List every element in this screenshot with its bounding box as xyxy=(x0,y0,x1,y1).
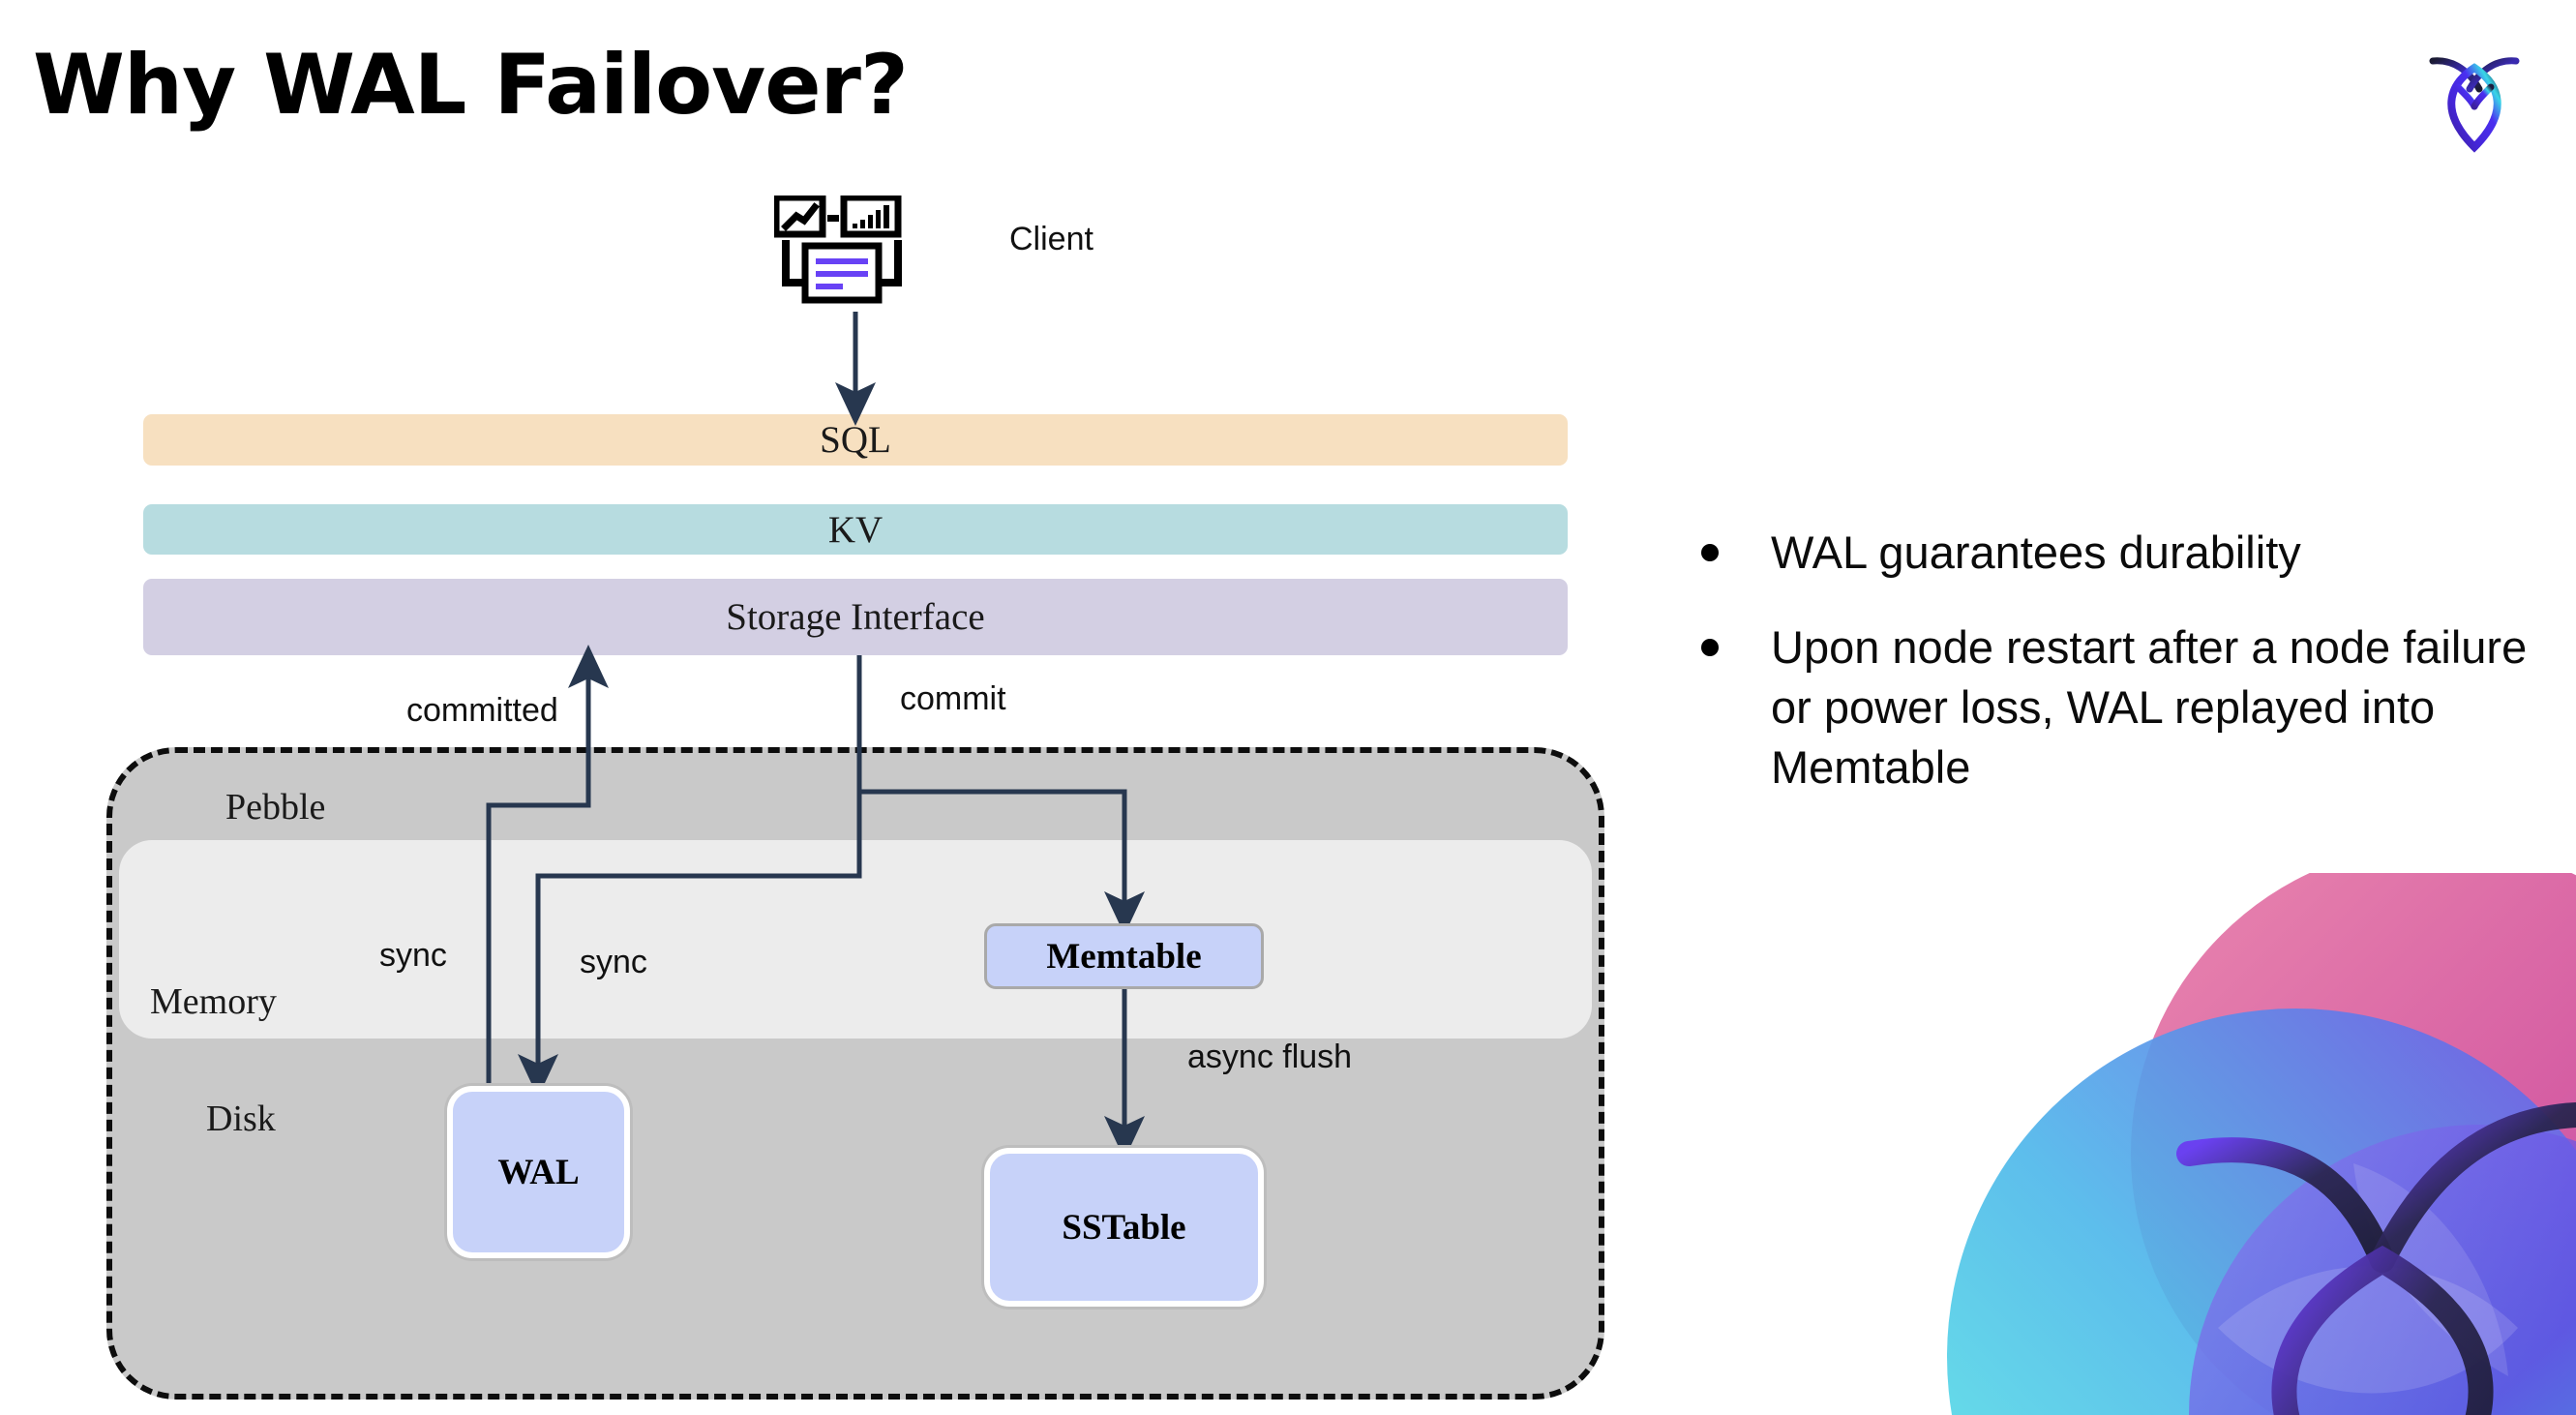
cockroach-logo-icon xyxy=(2411,35,2537,161)
list-item: Upon node restart after a node failure o… xyxy=(1701,617,2533,798)
bullet-text: WAL guarantees durability xyxy=(1771,527,2301,578)
layer-bar-sql[interactable]: SQL xyxy=(143,414,1568,466)
bullet-list: WAL guarantees durability Upon node rest… xyxy=(1701,523,2533,832)
edge-label-sync-left: sync xyxy=(379,937,447,974)
bullet-dot-icon xyxy=(1701,544,1719,561)
layer-bar-storage-interface[interactable]: Storage Interface xyxy=(143,579,1568,655)
node-wal[interactable]: WAL xyxy=(447,1086,630,1258)
node-memtable[interactable]: Memtable xyxy=(984,923,1264,989)
disk-label: Disk xyxy=(206,1099,276,1139)
node-sstable[interactable]: SSTable xyxy=(984,1148,1264,1307)
memory-label: Memory xyxy=(150,981,277,1022)
edge-label-committed: committed xyxy=(406,692,558,729)
layer-bar-kv[interactable]: KV xyxy=(143,504,1568,555)
cockroach-logo-watermark-icon xyxy=(1899,873,2576,1415)
edge-label-async-flush: async flush xyxy=(1187,1039,1353,1075)
bullet-text: Upon node restart after a node failure o… xyxy=(1771,621,2528,794)
memory-region xyxy=(119,840,1592,1039)
bullet-dot-icon xyxy=(1701,639,1719,657)
page-title: Why WAL Failover? xyxy=(33,37,909,134)
architecture-diagram: Client SQL KV Storage Interface Pebble M… xyxy=(106,194,1604,1400)
client-label: Client xyxy=(1009,221,1093,257)
edge-label-sync-right: sync xyxy=(580,944,647,980)
edge-label-commit: commit xyxy=(900,680,1006,717)
client-dashboard-icon xyxy=(772,194,929,312)
pebble-label: Pebble xyxy=(225,787,326,828)
list-item: WAL guarantees durability xyxy=(1701,523,2533,583)
